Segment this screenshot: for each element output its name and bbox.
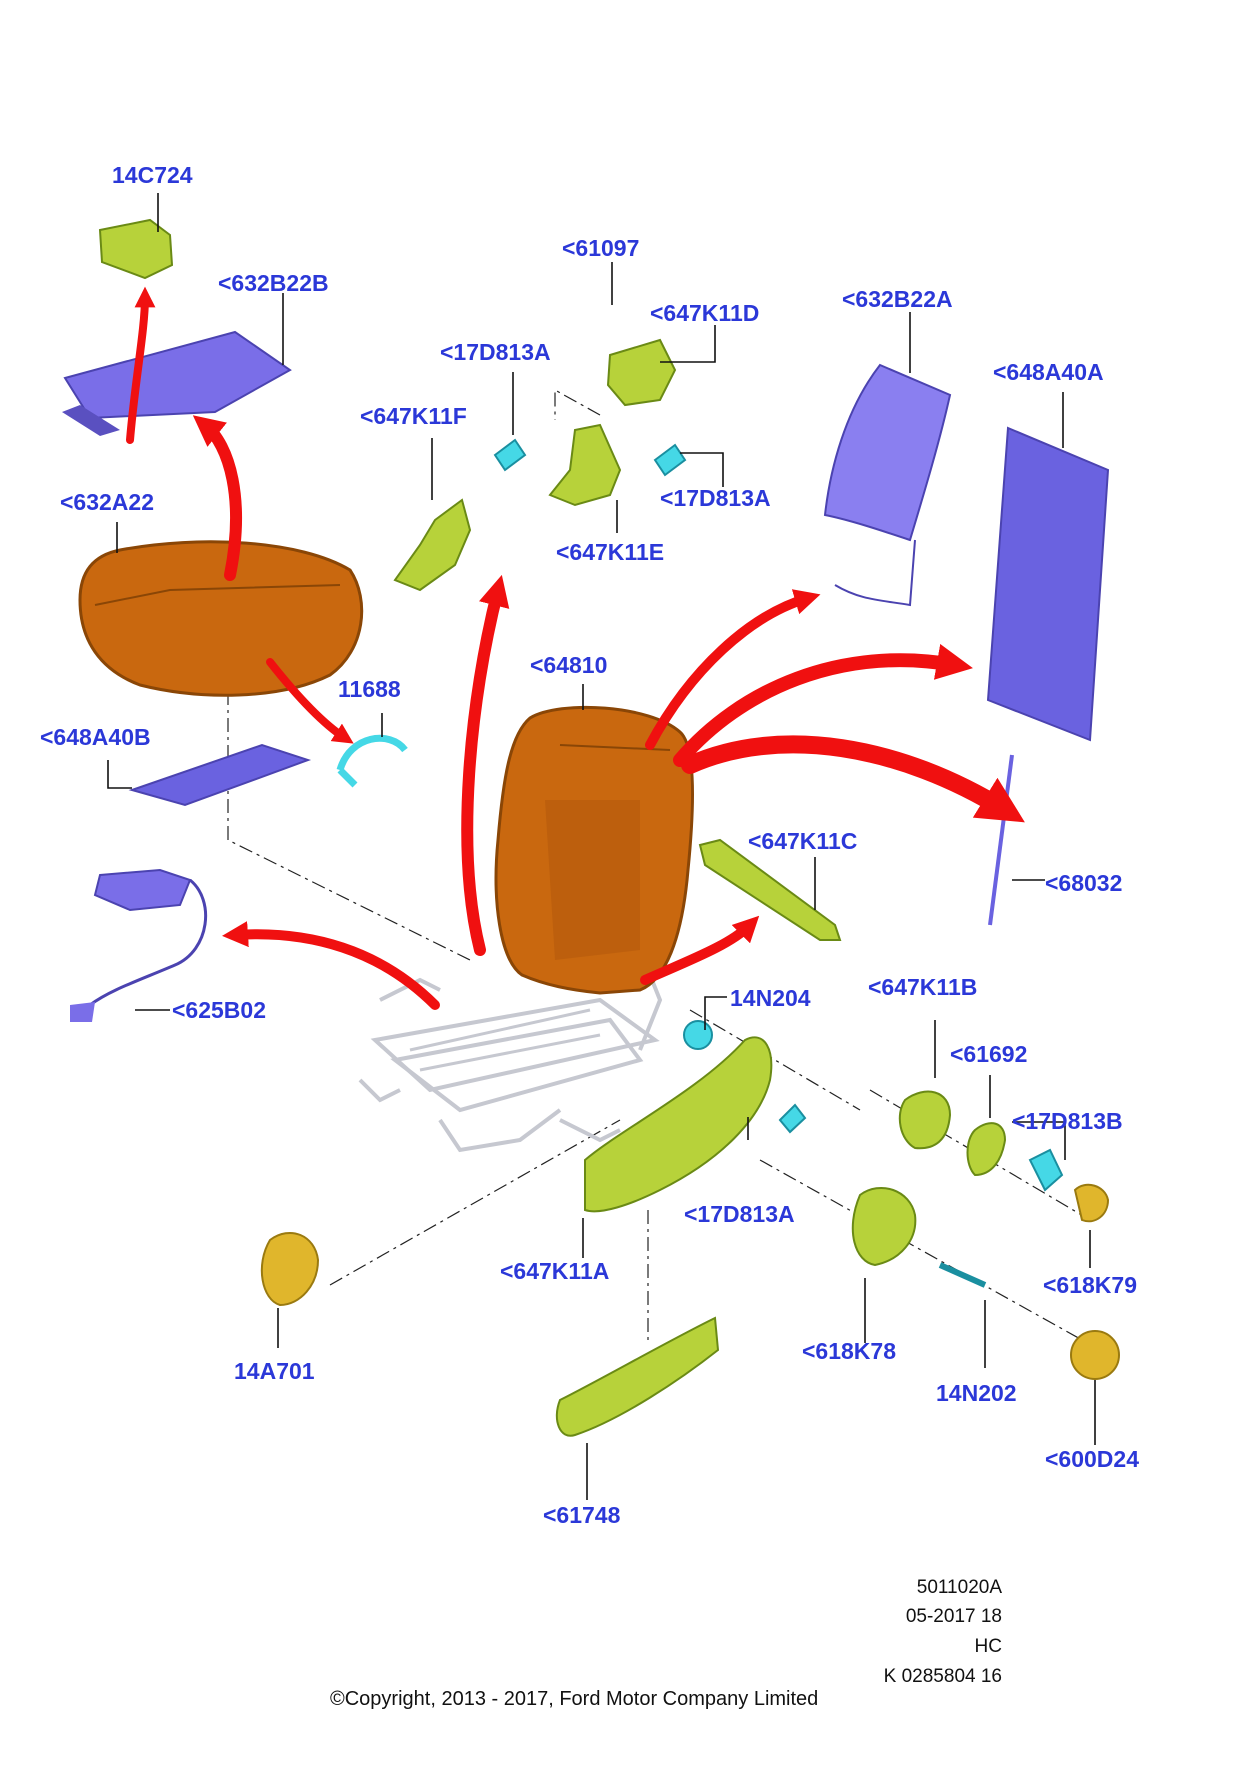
- label-647k11c: <647K11C: [748, 828, 858, 854]
- label-647k11b: <647K11B: [868, 974, 978, 1000]
- recliner-618k78: [851, 1186, 917, 1267]
- label-618k79: <618K79: [1043, 1272, 1137, 1298]
- heater-mat-648a40b: [128, 743, 312, 807]
- label-647k11f: <647K11F: [360, 403, 467, 429]
- label-64810: <64810: [530, 652, 608, 678]
- drawing-ref: K 0285804 16: [883, 1666, 1002, 1687]
- label-632b22a: <632B22A: [842, 286, 953, 312]
- seat-cushion-foam: [78, 540, 364, 697]
- label-61692: <61692: [950, 1041, 1028, 1067]
- label-632a22: <632A22: [60, 489, 154, 515]
- label-648a40b: <648A40B: [40, 724, 151, 750]
- handle-11688: [336, 734, 408, 788]
- red-arrows: [126, 286, 1025, 1010]
- label-11688: 11688: [338, 676, 401, 702]
- switch-14c724: [98, 218, 174, 280]
- label-17d813a-top: <17D813A: [440, 339, 551, 365]
- shield-61748: [555, 1316, 720, 1437]
- clip-618k79: [1073, 1183, 1110, 1223]
- label-600d24: <600D24: [1045, 1446, 1139, 1472]
- label-647k11d: <647K11D: [650, 300, 760, 326]
- copyright-notice: ©Copyright, 2013 - 2017, Ford Motor Comp…: [330, 1688, 819, 1710]
- knob-14a701: [260, 1231, 320, 1307]
- label-625b02: <625B02: [172, 997, 266, 1023]
- drawing-date: 05-2017 18: [905, 1606, 1002, 1627]
- label-14n204: 14N204: [730, 985, 811, 1011]
- label-17d813a-low: <17D813A: [684, 1201, 795, 1227]
- label-61097: <61097: [562, 235, 640, 261]
- label-647k11a: <647K11A: [500, 1258, 610, 1284]
- bracket-647k11f: [393, 498, 472, 592]
- bracket-647k11d: [606, 338, 677, 407]
- label-647k11e: <647K11E: [556, 539, 665, 565]
- wiring-harness-625b02: [70, 868, 207, 1022]
- label-632b22b: <632B22B: [218, 270, 329, 296]
- label-14a701: 14A701: [234, 1358, 315, 1384]
- label-648a40a: <648A40A: [993, 359, 1104, 385]
- cap-600d24: [1070, 1330, 1120, 1380]
- bracket-647k11c: [698, 838, 842, 941]
- cover-647k11b: [898, 1090, 952, 1150]
- back-cover-632b22a: [823, 363, 952, 607]
- label-68032: <68032: [1045, 870, 1123, 896]
- drawing-number: 5011020A: [916, 1577, 1002, 1598]
- cushion-cover-632b22b: [62, 330, 292, 436]
- label-618k78: <618K78: [802, 1338, 896, 1364]
- bracket-647k11e: [548, 423, 622, 507]
- leader-lines: [107, 193, 1096, 1500]
- rod-68032: [988, 754, 1014, 926]
- label-17d813b: <17D813B: [1012, 1108, 1123, 1134]
- cover-61692: [966, 1122, 1007, 1177]
- seat-back-foam: [494, 705, 695, 995]
- side-shield-647k11a: [584, 1036, 773, 1213]
- label-61748: <61748: [543, 1502, 621, 1528]
- label-14c724: 14C724: [112, 162, 193, 188]
- heater-mat-648a40a: [986, 426, 1110, 742]
- drawing-code: HC: [974, 1636, 1002, 1657]
- label-17d813a-right: <17D813A: [660, 485, 771, 511]
- label-14n202: 14N202: [936, 1380, 1017, 1406]
